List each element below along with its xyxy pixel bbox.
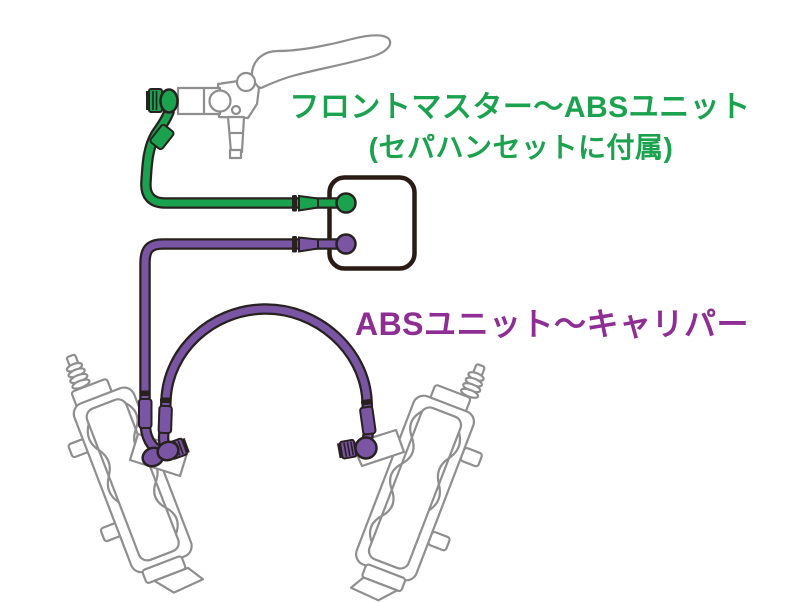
green-banjo-fitting (146, 88, 179, 114)
brake-caliper-left (65, 353, 205, 594)
front-brake-master-cylinder (176, 34, 392, 160)
piston-boss (208, 89, 232, 113)
front-master-to-abs-hose (140, 88, 357, 214)
label-abs-to-caliper: ABSユニット〜キャリパー (354, 306, 750, 342)
label-included-with-set: (セパハンセットに付属) (368, 132, 674, 163)
left-banjo-fitting (141, 437, 190, 468)
brake-lever (250, 34, 392, 90)
label-front-master-to-abs: フロントマスター〜ABSユニット (289, 91, 751, 124)
caliper-to-caliper-hose (157, 303, 377, 455)
caliper-stud-icon (65, 353, 91, 390)
green-connector (335, 192, 357, 214)
right-banjo-fitting (336, 436, 378, 460)
abs-unit-box (327, 175, 417, 271)
purple-connector (335, 233, 357, 255)
caliper-stud-icon (459, 363, 486, 399)
abs-to-caliper-hose (138, 233, 357, 458)
lever-pivot (235, 71, 257, 93)
